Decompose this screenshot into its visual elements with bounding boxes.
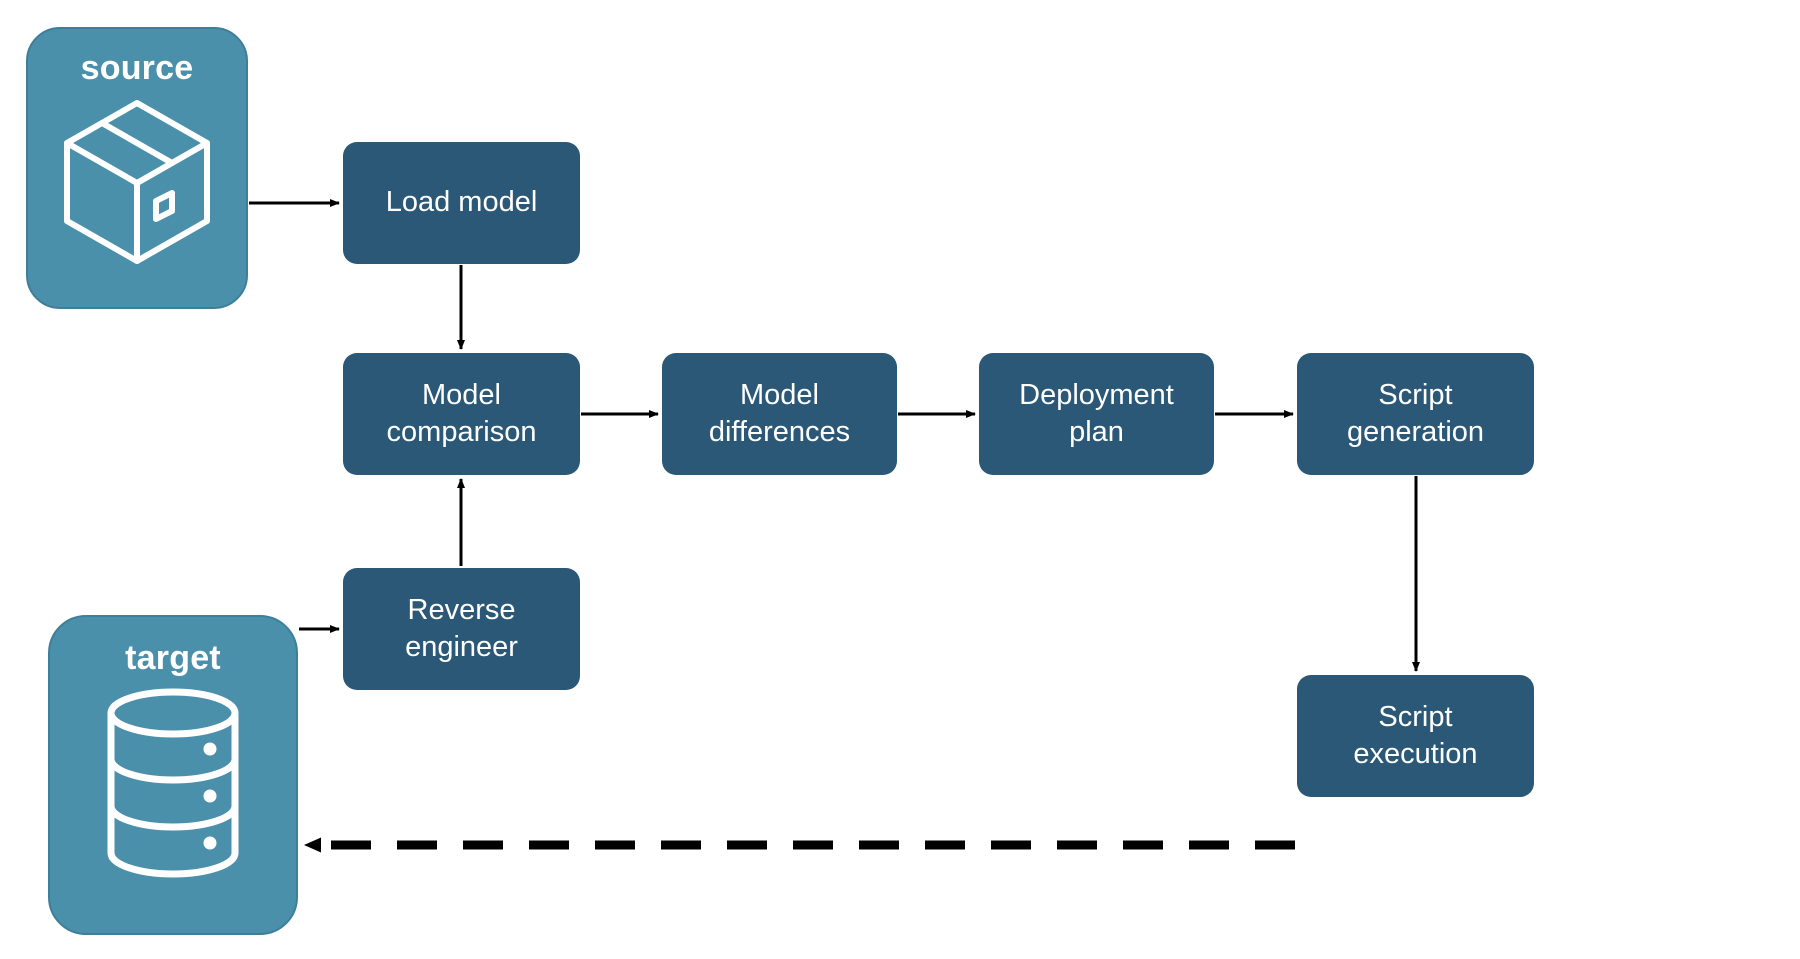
node-model-comparison-line-2: comparison <box>386 416 537 448</box>
endpoint-source[interactable]: source <box>26 27 248 309</box>
node-model-comparison[interactable]: Model comparison <box>343 353 580 475</box>
node-reverse-engineer-line-2: engineer <box>405 631 518 663</box>
node-deployment-plan-line-2: plan <box>1069 416 1124 448</box>
node-script-generation[interactable]: Script generation <box>1297 353 1534 475</box>
endpoint-target-label: target <box>125 639 221 677</box>
node-deployment-plan-line-1: Deployment <box>1019 378 1174 411</box>
node-load-model-line-1: Load model <box>385 186 538 219</box>
node-load-model[interactable]: Load model <box>343 142 580 264</box>
node-model-comparison-line-1: Model <box>422 378 501 411</box>
package-box-icon <box>64 100 210 264</box>
node-script-generation-line-1: Script <box>1378 378 1453 411</box>
node-deployment-plan[interactable]: Deployment plan <box>979 353 1214 475</box>
node-reverse-engineer-line-1: Reverse <box>407 593 516 626</box>
node-reverse-engineer[interactable]: Reverse engineer <box>343 568 580 690</box>
endpoint-target[interactable]: target <box>48 615 298 935</box>
node-script-execution-line-2: execution <box>1353 738 1478 770</box>
endpoint-source-label: source <box>80 49 194 87</box>
node-model-differences-line-2: differences <box>708 416 851 448</box>
node-script-execution[interactable]: Script execution <box>1297 675 1534 797</box>
node-model-differences[interactable]: Model differences <box>662 353 897 475</box>
node-script-execution-line-1: Script <box>1378 700 1453 733</box>
database-cylinder-icon <box>107 688 239 878</box>
node-model-differences-line-1: Model <box>740 378 819 411</box>
node-script-generation-line-2: generation <box>1346 416 1485 448</box>
